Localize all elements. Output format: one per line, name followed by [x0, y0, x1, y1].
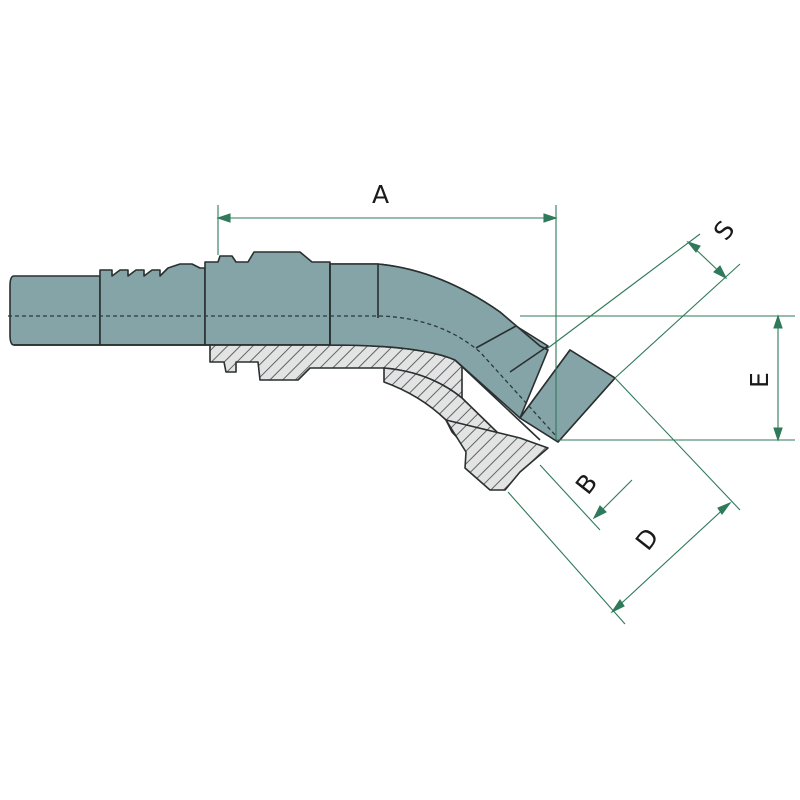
barbed-section: [99, 263, 206, 346]
dimension-label-b: B: [570, 468, 603, 499]
dimension-label-s: S: [708, 215, 741, 245]
flange-section: [445, 419, 549, 491]
dimension-label-a: A: [372, 180, 389, 209]
dimension-lines: [216, 205, 795, 625]
centerline: [8, 315, 557, 437]
dimension-label-d: D: [630, 523, 665, 556]
dimension-label-e: E: [745, 372, 774, 388]
fitting-body-overlay: [329, 263, 616, 443]
